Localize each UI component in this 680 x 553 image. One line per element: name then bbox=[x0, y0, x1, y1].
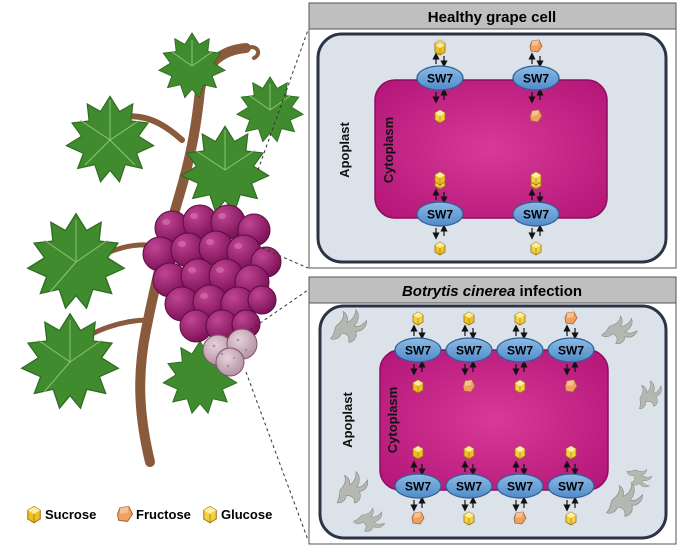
cytoplasm bbox=[374, 79, 608, 219]
infection-panel-title: Botrytis cinerea infection bbox=[402, 283, 582, 300]
fructose-icon bbox=[462, 379, 476, 393]
zoom-lines bbox=[245, 29, 309, 541]
sw7-label: SW7 bbox=[507, 344, 533, 358]
apoplast-label: Apoplast bbox=[340, 392, 355, 448]
sucrose-icon bbox=[434, 241, 446, 256]
apoplast-label: Apoplast bbox=[337, 122, 352, 178]
glucose-icon bbox=[565, 511, 577, 526]
glucose-icon bbox=[514, 311, 526, 326]
glucose-icon bbox=[514, 379, 526, 394]
hypha bbox=[626, 468, 653, 488]
glucose-icon bbox=[514, 445, 526, 460]
hypha bbox=[605, 482, 643, 517]
sw7-transporter: SW7 bbox=[496, 311, 544, 376]
hypha bbox=[329, 308, 367, 343]
grape-vine-illustration bbox=[21, 32, 304, 467]
sw7-transporter: SW7 bbox=[445, 460, 493, 526]
glucose-icon bbox=[434, 109, 446, 124]
fructose-icon bbox=[529, 109, 543, 123]
infection-cell-panel: Botrytis cinerea infection Apoplast Cyto… bbox=[308, 276, 677, 545]
sucrose-icon bbox=[412, 379, 424, 394]
sw7-label: SW7 bbox=[456, 344, 482, 358]
sw7-label: SW7 bbox=[523, 72, 549, 86]
glucose-icon bbox=[203, 505, 217, 524]
glucose-icon bbox=[565, 445, 577, 460]
grape-cluster bbox=[142, 204, 282, 343]
sucrose-icon bbox=[463, 445, 475, 460]
fungal-hyphae bbox=[329, 308, 662, 532]
hypha bbox=[638, 380, 662, 409]
cytoplasm-label: Cytoplasm bbox=[385, 387, 400, 453]
hypha bbox=[353, 507, 386, 532]
vine-tendril bbox=[244, 45, 261, 60]
sugar-legend: Sucrose Fructose Glucose bbox=[27, 505, 272, 524]
panel-header bbox=[308, 2, 677, 30]
sw7-transporter: SW7 bbox=[547, 311, 595, 376]
sw7-transporter: SW7 bbox=[547, 460, 595, 526]
legend-label-glucose: Glucose bbox=[221, 507, 272, 522]
glucose-icon bbox=[530, 241, 542, 256]
sw7-label: SW7 bbox=[456, 480, 482, 494]
sw7-label: SW7 bbox=[523, 208, 549, 222]
fructose-icon bbox=[564, 311, 578, 325]
sw7-transporter: SW7 bbox=[512, 39, 560, 104]
fructose-icon bbox=[529, 39, 543, 53]
sucrose-icon bbox=[434, 171, 446, 186]
sw7-label: SW7 bbox=[427, 208, 453, 222]
fructose-icon bbox=[564, 379, 578, 393]
infected-grapes bbox=[202, 328, 258, 377]
sw7-label: SW7 bbox=[405, 480, 431, 494]
glucose-icon bbox=[530, 171, 542, 186]
fructose-icon bbox=[116, 505, 134, 523]
cytoplasm bbox=[379, 349, 609, 491]
sucrose-icon bbox=[434, 41, 446, 56]
hypha bbox=[601, 315, 638, 345]
sw7-transporter: SW7 bbox=[445, 311, 493, 376]
fructose-icon bbox=[411, 511, 425, 525]
panel-header bbox=[308, 276, 677, 304]
healthy-cell-panel: Healthy grape cell Apoplast Cytoplasm SW… bbox=[308, 2, 677, 269]
sucrose-icon bbox=[412, 445, 424, 460]
sw7-transporter: SW7 bbox=[394, 460, 442, 525]
sucrose-icon bbox=[27, 505, 41, 524]
legend-label-sucrose: Sucrose bbox=[45, 507, 96, 522]
sw7-transporter: SW7 bbox=[496, 460, 544, 525]
sw7-transporter: SW7 bbox=[394, 311, 442, 376]
legend-label-fructose: Fructose bbox=[136, 507, 191, 522]
sw7-label: SW7 bbox=[507, 480, 533, 494]
sw7-label: SW7 bbox=[558, 480, 584, 494]
healthy-panel-title: Healthy grape cell bbox=[428, 9, 556, 26]
sucrose-icon bbox=[463, 311, 475, 326]
sw7-label: SW7 bbox=[405, 344, 431, 358]
infection-word: infection bbox=[515, 283, 582, 300]
glucose-icon bbox=[463, 511, 475, 526]
cytoplasm-label: Cytoplasm bbox=[381, 117, 396, 183]
fructose-icon bbox=[513, 511, 527, 525]
hypha bbox=[336, 470, 369, 504]
sw7-label: SW7 bbox=[558, 344, 584, 358]
pathogen-name: Botrytis cinerea bbox=[402, 283, 515, 300]
glucose-icon bbox=[412, 311, 424, 326]
sw7-label: SW7 bbox=[427, 72, 453, 86]
